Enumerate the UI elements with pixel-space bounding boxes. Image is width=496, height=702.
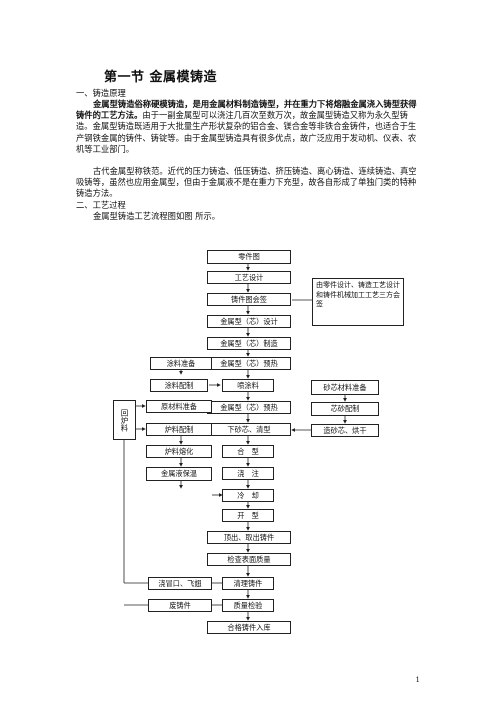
flow-step-mold-preheat-2: 金属型（芯）预热 [207, 401, 291, 414]
heading-principle: 一、铸造原理 [76, 88, 126, 98]
flow-step-mold-design: 金属型（芯）设计 [207, 315, 291, 328]
flow-step-eject-casting: 顶出、取出铸件 [207, 531, 291, 544]
paragraph-principle: 金属型铸造俗称硬模铸造，是用金属材料制造铸型，并在重力下将熔融金属浇入铸型获得铸… [76, 99, 422, 155]
page-number: 1 [415, 676, 420, 684]
flow-step-mold-preheat: 金属型（芯）预热 [207, 357, 291, 370]
flow-step-store-qualified: 合格铸件入库 [207, 621, 291, 634]
paragraph-history: 古代金属型称铁范。近代的压力铸造、低压铸造、挤压铸造、离心铸造、连续铸造、真空吸… [76, 166, 417, 199]
paragraph-flowchart-intro: 金属型铸造工艺流程图如图 所示。 [93, 211, 221, 221]
flow-left-charge-melt: 炉料熔化 [146, 445, 212, 458]
flow-left-scrap-casting: 废铸件 [148, 599, 212, 612]
flow-left-charge-mix: 炉料配制 [146, 423, 212, 436]
flow-left-coating-mix: 涂料配制 [150, 379, 208, 392]
flow-step-pouring: 浇 注 [222, 467, 274, 480]
flow-left-coating-prep: 涂料准备 [150, 357, 212, 370]
flow-left-riser-flash: 浇冒口、飞翅 [148, 577, 212, 590]
section-title: 第一节 金属模铸造 [104, 70, 218, 85]
flow-step-open-mold: 开 型 [222, 509, 274, 522]
flow-step-close-mold: 合 型 [222, 445, 274, 458]
flow-step-cooling: 冷 却 [222, 489, 274, 502]
flow-right-core-material: 砂芯材料准备 [311, 380, 379, 395]
flow-step-clean-casting: 清理铸件 [222, 577, 274, 590]
heading-process: 二、工艺过程 [76, 200, 126, 210]
flow-step-spray-coating: 喷涂料 [222, 379, 274, 392]
paragraph-principle-bold: 金属型铸造俗称硬模铸造，是用金属材料制造铸型，并在重力下将熔融金属浇入铸型获得铸… [76, 99, 417, 121]
paragraph-principle-rest: 由于一副金属型可以浇注几百次至数万次，故金属型铸造又称为永久型铸造。金属型铸造既… [76, 110, 417, 154]
flow-right-core-sand-mix: 芯砂配制 [311, 402, 379, 416]
flow-step-mold-manufacture: 金属型（芯）制造 [207, 337, 291, 350]
flow-step-casting-drawing-signoff: 铸件图会签 [207, 293, 291, 306]
flow-left-metal-holding: 金属液保温 [146, 467, 212, 481]
flow-step-quality-check: 质量检验 [222, 599, 274, 612]
flow-step-set-core-clean: 下砂芯、清型 [207, 423, 291, 436]
flow-step-inspect-surface: 检查表面质量 [207, 553, 291, 566]
flow-return-material: 回炉料 [113, 400, 136, 440]
flow-step-process-design: 工艺设计 [207, 271, 291, 284]
flow-step-part-drawing: 零件图 [207, 250, 291, 264]
flow-note-signoff: 由零件设计、铸造工艺设计和铸件机械加工工艺三方会签 [312, 278, 404, 326]
flow-left-raw-material: 原材料准备 [146, 400, 212, 413]
flow-right-make-core: 造砂芯、烘干 [311, 424, 379, 437]
